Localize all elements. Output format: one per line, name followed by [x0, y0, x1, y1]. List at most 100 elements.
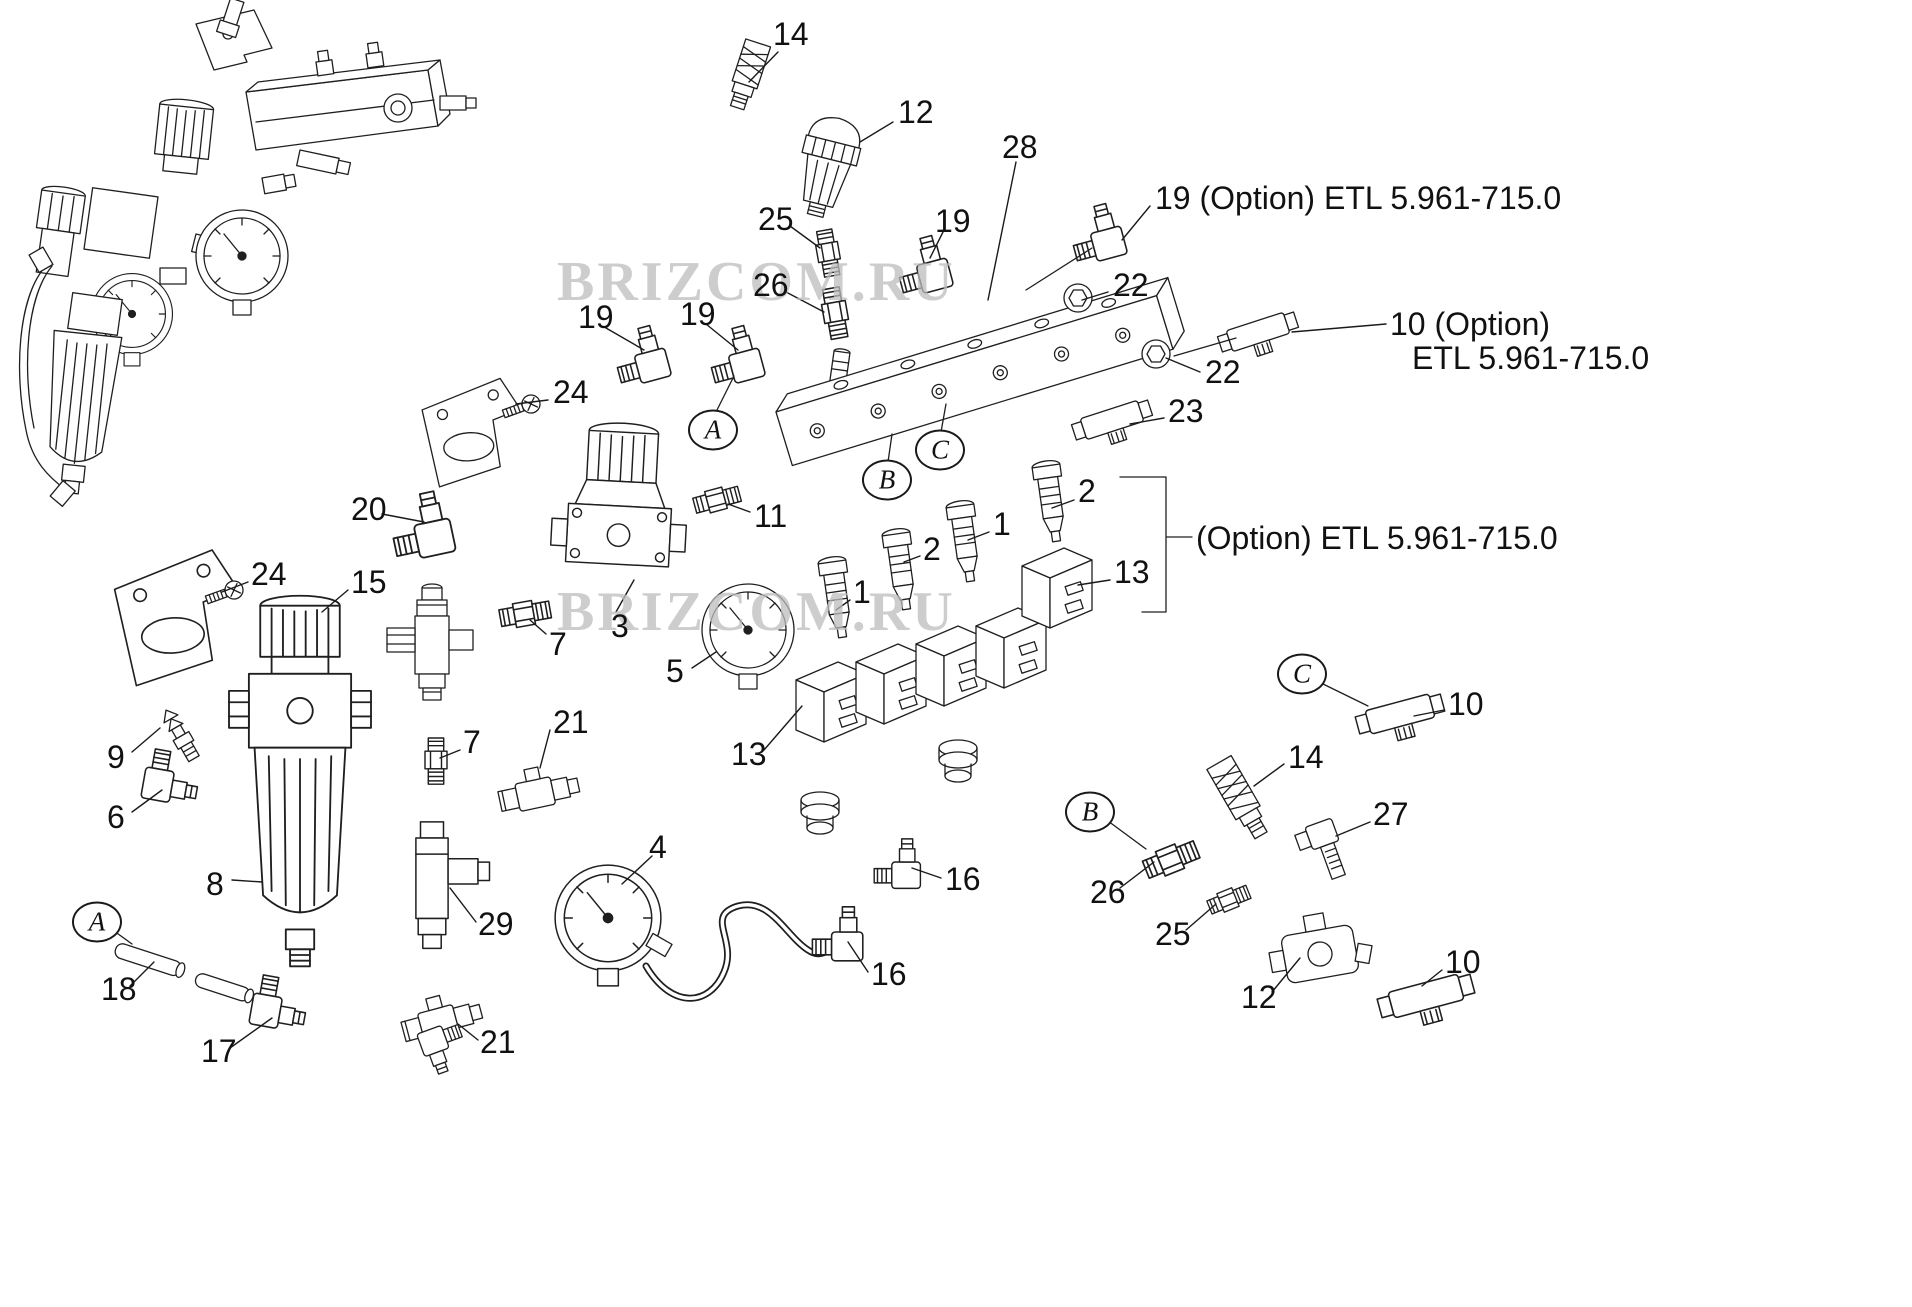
cartridge-1-art: [944, 498, 986, 584]
leader-line-7-upper: [529, 619, 547, 635]
fitting-25-art: [1205, 881, 1253, 918]
leader-line-28: [987, 161, 1017, 301]
leader-line-19-option: [1121, 205, 1151, 241]
leader-line-22-lower: [1165, 357, 1201, 373]
leader-line-26-top: [785, 291, 825, 313]
leader-line-26-right: [1119, 861, 1155, 889]
gauge-stem-art: [645, 932, 673, 958]
watermark-text: BRIZCOM.RU: [557, 581, 956, 643]
part-label-18: 18: [101, 971, 137, 1007]
part-label-16-lower: 16: [871, 956, 907, 992]
leader-line-12-right: [1271, 957, 1301, 993]
leader-line-6: [131, 789, 163, 813]
fitting-26-art: [1140, 836, 1203, 883]
part-label-19-option: 19 (Option) ETL 5.961-715.0: [1155, 180, 1562, 216]
leader-line-14-right: [1253, 763, 1285, 787]
filter-regulator-art: [228, 594, 372, 968]
leader-line-25-right: [1185, 903, 1217, 931]
part-label-7-lower: 7: [463, 724, 481, 760]
part-label-17: 17: [201, 1033, 237, 1069]
tee-assembly-art: [386, 583, 474, 701]
pressure-regulator-art: [549, 422, 688, 568]
leader-line-1-right: [967, 531, 990, 541]
leader-line-3: [615, 579, 635, 613]
solenoid-13-option-art: [1021, 547, 1093, 629]
part-label-22-upper: 22: [1113, 267, 1149, 303]
leader-line-7-lower: [439, 749, 461, 759]
part-label-9: 9: [107, 739, 125, 775]
part-label-21-lower: 21: [480, 1024, 516, 1060]
leader-line-2-right: [1051, 499, 1075, 509]
leader-line-21-lower: [457, 1023, 479, 1041]
part-label-25-right: 25: [1155, 916, 1191, 952]
tee-29-art: [415, 821, 491, 950]
part-label-8: 8: [206, 866, 224, 902]
part-label-10-option-2: ETL 5.961-715.0: [1412, 340, 1650, 376]
part-label-28: 28: [1002, 129, 1038, 165]
part-label-13-right: 13: [1114, 554, 1150, 590]
part-label-12-top: 12: [898, 94, 934, 130]
leader-line-15: [321, 589, 349, 613]
air-dryer-12-art: [801, 117, 862, 219]
nipple-7-art: [497, 596, 553, 631]
part-label-2-right: 2: [1078, 473, 1096, 509]
callout-C-manifold: C: [915, 429, 965, 471]
part-label-27: 27: [1373, 796, 1409, 832]
leader-line-4: [621, 855, 653, 885]
part-label-23: 23: [1168, 393, 1204, 429]
watermark-text: BRIZCOM.RU: [557, 251, 956, 313]
callout-B-manifold: B: [862, 459, 912, 501]
part-label-6: 6: [107, 799, 125, 835]
part-label-3: 3: [611, 608, 629, 644]
elbow-27-art: [1294, 818, 1346, 880]
leader-line-24-left: [221, 581, 249, 593]
leader-line-17: [229, 1017, 273, 1049]
part-label-24-left: 24: [251, 556, 287, 592]
leader-line-10-c: [1413, 709, 1445, 717]
leader-line-16-lower: [847, 941, 869, 973]
option-bracket-line: [1119, 476, 1193, 613]
leader-line-10-option-1: [1291, 323, 1387, 333]
tee-10-art: [1353, 690, 1450, 751]
part-label-1-right: 1: [993, 506, 1011, 542]
leader-line-18: [129, 961, 155, 987]
callout-C-remote: C: [1277, 653, 1327, 695]
leader-line-24-upper: [515, 399, 549, 405]
leader-line-19-top-mid: [929, 229, 945, 259]
part-label-26-right: 26: [1090, 874, 1126, 910]
plug-22-art: [1141, 339, 1171, 369]
elbow-19-option-art: [1064, 200, 1129, 268]
part-label-10-option-1: 10 (Option): [1390, 306, 1551, 342]
leader-line-22-upper: [1081, 291, 1109, 301]
part-label-24-upper: 24: [553, 374, 589, 410]
gland-nut-art: [800, 791, 840, 835]
assembled-unit-art: [18, 0, 477, 507]
nipple-7-art: [424, 737, 448, 785]
tube-18-art: [194, 973, 255, 1004]
hose-art: [642, 901, 835, 1002]
leader-line-13-left: [763, 705, 803, 751]
elbow-20-art: [384, 488, 458, 564]
part-label-14-top: 14: [773, 16, 809, 52]
part-label-26-top: 26: [753, 267, 789, 303]
leader-line-23: [1129, 417, 1165, 425]
leader-line-25-top: [789, 225, 821, 249]
part-label-14-right: 14: [1288, 739, 1324, 775]
part-label-29: 29: [478, 906, 514, 942]
part-label-2-mid: 2: [923, 531, 941, 567]
part-label-12-right: 12: [1241, 979, 1277, 1015]
tee-23-art: [1069, 396, 1158, 455]
part-label-19-mid: 19: [680, 296, 716, 332]
leader-line-19-left: [605, 327, 645, 351]
leader-line-12-top: [859, 121, 894, 143]
part-label-5: 5: [666, 653, 684, 689]
part-label-option-mid: (Option) ETL 5.961-715.0: [1196, 520, 1558, 556]
tube-18-art: [114, 943, 186, 979]
leader-line-9: [131, 727, 161, 753]
elbow-19-art: [608, 322, 673, 390]
ball-valve-12-art: [1268, 912, 1373, 984]
part-label-16-upper: 16: [945, 861, 981, 897]
fitting-11-art: [691, 482, 743, 518]
